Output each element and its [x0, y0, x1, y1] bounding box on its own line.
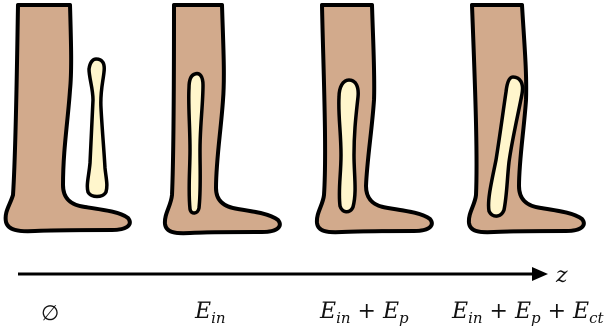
leg-shape — [165, 5, 280, 233]
term-sub: in — [336, 309, 350, 327]
label-empty: ∅ — [41, 301, 59, 325]
label-ein: Ein — [194, 299, 226, 327]
panel-ein — [165, 5, 280, 233]
term-sub: in — [211, 309, 225, 327]
panel-ein-ep — [317, 5, 432, 232]
term-base: E — [572, 299, 589, 324]
bone-shape — [87, 59, 107, 197]
term-sub: in — [468, 309, 482, 327]
z-axis-label: z — [555, 263, 568, 288]
term-base: E — [451, 299, 468, 324]
label-ein-ep: Ein + Ep — [319, 299, 409, 327]
term-sub: p — [531, 309, 541, 327]
plus-sign: + — [351, 299, 383, 324]
term-base: E — [514, 299, 531, 324]
bone-shape — [339, 80, 358, 212]
term-sub: ct — [589, 309, 604, 327]
panel-empty — [6, 5, 130, 231]
z-axis-arrowhead — [532, 267, 548, 281]
plus-sign: + — [483, 299, 515, 324]
panel-ein-ep-ect — [469, 5, 584, 232]
label-ein-ep-ect: Ein + Ep + Ect — [451, 299, 605, 327]
term-base: E — [194, 299, 211, 324]
leg-shape — [469, 5, 584, 232]
term-base: E — [382, 299, 399, 324]
term-base: E — [319, 299, 336, 324]
term-sub: p — [399, 309, 409, 327]
plus-sign: + — [541, 299, 573, 324]
leg-shape — [6, 5, 130, 231]
leg-shape — [317, 5, 432, 232]
bone-shape — [189, 74, 203, 213]
